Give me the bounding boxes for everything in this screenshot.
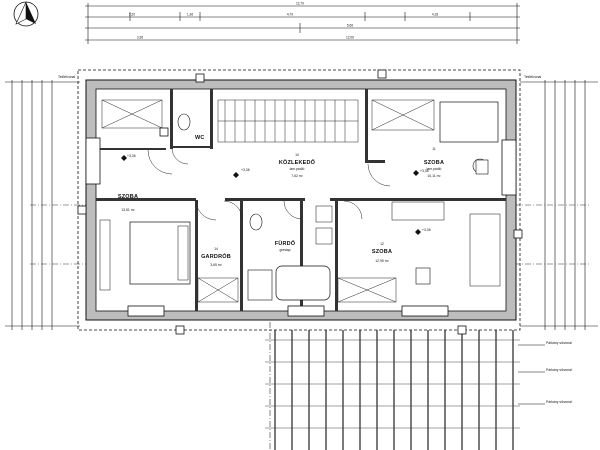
roof-edge-label-left: Tetőélvonal — [58, 75, 75, 79]
svg-text:+3,36: +3,36 — [422, 228, 431, 232]
room-name-furdo: FÜRDŐ — [275, 240, 296, 247]
roof-outline — [77, 69, 521, 331]
legend-label-2: Párkány síkvonal — [546, 368, 572, 372]
dim-top-b: 1,36 — [187, 13, 193, 17]
staircase — [217, 99, 359, 143]
room-number-szoba-right: 11 — [432, 147, 436, 151]
shower — [247, 269, 273, 301]
room-area-szoba-right: 10,11 m² — [427, 174, 441, 178]
bathtub — [275, 265, 331, 301]
desk-right — [391, 201, 445, 221]
room-number-gardrob: 14 — [214, 247, 218, 251]
room-name-wc: WC — [195, 135, 205, 141]
rafter-crossbars — [265, 339, 520, 429]
dim-top-d: 4,18 — [432, 13, 438, 17]
room-area-szoba-left: 13,51 m² — [121, 208, 135, 212]
room-number-szoba-bottom: 12 — [380, 242, 384, 246]
rafter-grid — [274, 330, 514, 450]
room-area-gardrob: 3,65 m² — [210, 263, 222, 267]
svg-text:+3,36: +3,36 — [241, 168, 250, 172]
room-floor-furdo: greslap — [279, 248, 290, 252]
dim-top-a: 3,20 — [129, 13, 135, 17]
sinks — [315, 205, 333, 245]
room-name-gardrob: GARDRÓB — [201, 252, 231, 260]
bed-left — [129, 221, 191, 285]
dim-top-e: 3,36 — [137, 36, 143, 40]
room-floor-kozlekedo: lam.padló — [290, 167, 305, 171]
dim-top-total: 12,70 — [296, 2, 304, 6]
legend-label-1: Párkány síkvonal — [546, 341, 572, 345]
interior-walls — [96, 89, 506, 311]
toilet-bath — [249, 213, 263, 231]
dim-top-f: 5,66 — [347, 24, 353, 28]
level-marker-2: +3,36 — [233, 168, 250, 178]
room-floor-szoba-right: lam.padló — [427, 167, 442, 171]
vent-right — [401, 305, 449, 317]
roof-edge-label-right: Tetőélvonal — [524, 75, 541, 79]
north-arrow-icon — [13, 1, 39, 27]
level-marker-3: +3,36 — [413, 169, 429, 176]
svg-text:+3,36: +3,36 — [420, 169, 429, 173]
vent-mid — [287, 305, 325, 317]
section-marks — [77, 69, 523, 335]
wardrobe-bottom — [469, 213, 501, 287]
roof-windows — [101, 99, 435, 303]
legend-label-3: Párkány síkvonal — [546, 400, 572, 404]
door-swings — [147, 147, 391, 221]
chimney-left — [85, 137, 101, 185]
bed-right — [439, 101, 499, 143]
legend-lines — [518, 344, 545, 405]
wardrobe-left — [99, 219, 111, 291]
room-area-kozlekedo: 7,62 m² — [291, 174, 303, 178]
chair-right — [472, 158, 489, 175]
chimney-right — [501, 139, 517, 196]
top-dimension-lines — [85, 3, 520, 44]
room-name-kozlekedo: KÖZLEKEDŐ — [279, 159, 316, 166]
vent-left — [127, 305, 165, 317]
toilet-wc — [177, 113, 191, 131]
room-name-szoba-bottom: SZOBA — [372, 249, 392, 255]
room-area-szoba-bottom: 12,95 m² — [375, 259, 389, 263]
chair-bottom — [415, 267, 431, 285]
room-number-kozlekedo: 10 — [295, 153, 299, 157]
level-marker-1: +3,36 — [121, 154, 136, 161]
dim-top-g: 12,06 — [346, 36, 354, 40]
dim-top-c: 4,70 — [287, 13, 293, 17]
svg-text:+3,36: +3,36 — [127, 154, 136, 158]
level-marker-4: +3,36 — [415, 228, 431, 235]
room-name-szoba-left: SZOBA — [118, 194, 138, 200]
room-name-szoba-right: SZOBA — [424, 160, 444, 166]
